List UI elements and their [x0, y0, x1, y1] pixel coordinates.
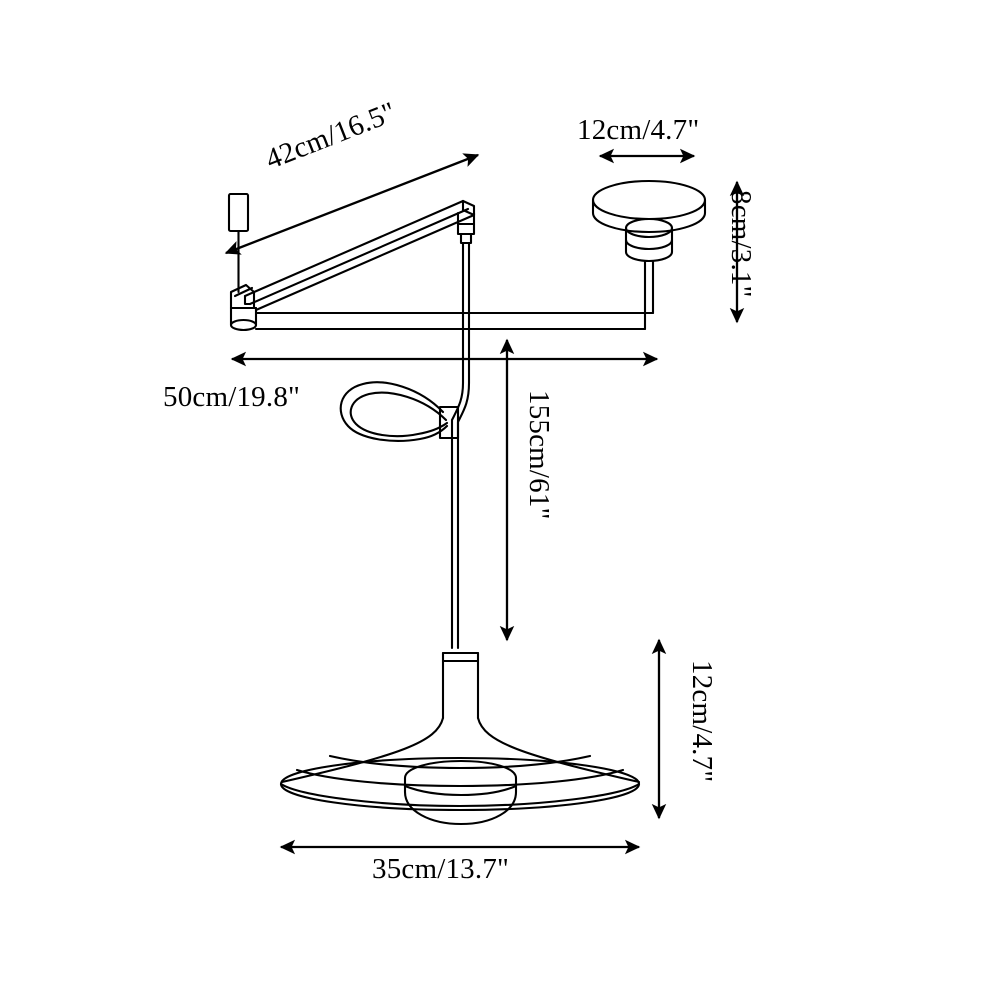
cord-loop-clamp [339, 381, 460, 442]
dim-label-shade-diameter: 35cm/13.7" [372, 853, 510, 885]
counterweight-block [227, 192, 250, 294]
dim-label-drop-height: 155cm/61" [523, 390, 555, 520]
dim-label-canopy-width: 12cm/4.7" [577, 114, 700, 146]
swing-arm [243, 199, 476, 312]
ceiling-canopy [591, 179, 707, 263]
dim-label-shade-height: 12cm/4.7" [686, 660, 718, 783]
dim-label-reach: 50cm/19.8" [163, 381, 301, 413]
dim-label-canopy-height: 8cm/3.1" [725, 190, 757, 298]
hanging-cord [450, 241, 471, 650]
dome-diffuser [403, 759, 518, 826]
cone-shade [279, 716, 641, 812]
horizontal-rod [254, 260, 655, 331]
dim-arrow-arm-length [224, 153, 480, 255]
lamp-socket [441, 651, 480, 720]
